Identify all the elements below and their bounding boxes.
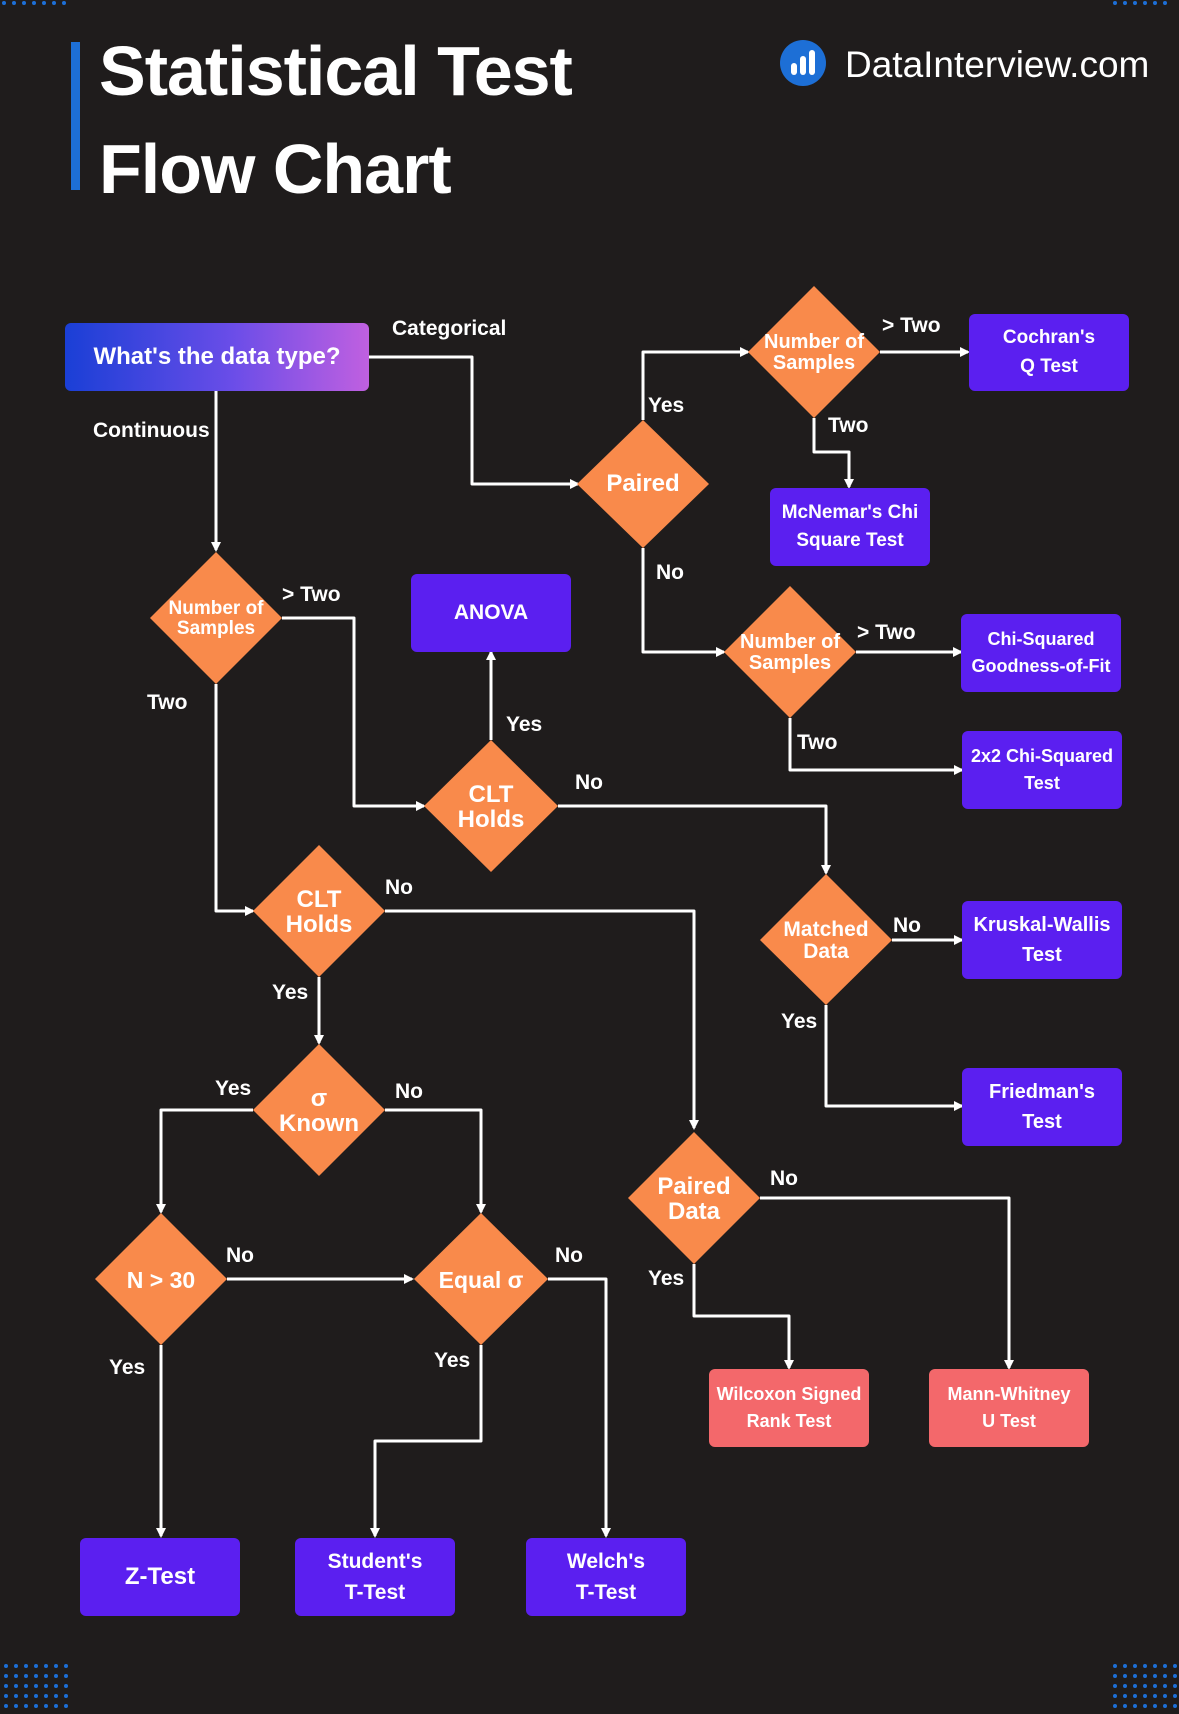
wilcoxon-test-label: Wilcoxon Signed Rank Test <box>716 1384 862 1431</box>
edge-label-equal-yes: Yes <box>434 1349 471 1372</box>
kruskal-wallis-label: Kruskal-Wallis Test <box>973 914 1111 966</box>
corner-dots-bottom-right <box>1113 1664 1177 1708</box>
edge-label-n30-yes: Yes <box>109 1356 146 1379</box>
edge-label-paired-data-no: No <box>770 1167 798 1190</box>
edge-label-mid-more-than-two: > Two <box>857 621 916 644</box>
num-samples-continuous-label: Number of Samples <box>168 598 264 639</box>
chi-squared-2x2-box: 2x2 Chi-Squared Test <box>962 731 1122 809</box>
start-node-label: What's the data type? <box>93 343 341 370</box>
equal-sigma-label: Equal σ <box>438 1266 524 1293</box>
edge-label-matched-yes: Yes <box>781 1010 818 1033</box>
cochran-q-test-label: Cochran's Q Test <box>1002 327 1096 377</box>
z-test-label: Z-Test <box>124 1563 196 1590</box>
mcnemar-test-label: McNemar's Chi Square Test <box>781 501 919 552</box>
edge-label-paired-yes: Yes <box>648 394 685 417</box>
edge-label-n30-no: No <box>226 1244 254 1267</box>
sigma-known-label: σ Known <box>279 1084 359 1137</box>
clt-upper-label: CLT Holds <box>457 780 525 833</box>
kruskal-wallis-box: Kruskal-Wallis Test <box>962 901 1122 979</box>
edge-label-continuous-more-than-two: > Two <box>282 583 341 606</box>
equal-sigma-diamond <box>414 1213 548 1345</box>
corner-dots-top-right <box>1113 1 1167 5</box>
n-gt-30-diamond <box>95 1213 227 1345</box>
welchs-t-test-box: Welch's T-Test <box>526 1538 686 1616</box>
corner-dots-top-left <box>2 1 66 5</box>
num-samples-top-diamond <box>748 286 880 418</box>
edge-label-top-more-than-two: > Two <box>882 314 941 337</box>
title-accent-bar <box>71 42 80 190</box>
z-test-box: Z-Test <box>80 1538 240 1616</box>
matched-data-diamond <box>760 874 892 1005</box>
students-t-test-label: Student's T-Test <box>327 1549 423 1605</box>
edge-label-paired-no: No <box>656 561 684 584</box>
num-samples-mid-label: Number of Samples <box>740 631 840 674</box>
edge-label-continuous-two: Two <box>147 691 188 714</box>
chi-squared-gof-box: Chi-Squared Goodness-of-Fit <box>961 614 1121 692</box>
cochran-q-test-box: Cochran's Q Test <box>969 314 1129 391</box>
mcnemar-test-box: McNemar's Chi Square Test <box>770 488 930 566</box>
clt-lower-diamond <box>253 845 385 977</box>
matched-data-label: Matched Data <box>783 917 869 963</box>
paired-label: Paired <box>606 470 680 498</box>
edge-label-sigma-no: No <box>395 1080 423 1103</box>
bar-chart-icon <box>780 40 826 86</box>
edge-label-paired-data-yes: Yes <box>648 1267 685 1290</box>
paired-diamond <box>577 420 709 548</box>
students-t-test-box: Student's T-Test <box>295 1538 455 1616</box>
mann-whitney-label: Mann-Whitney U Test <box>947 1384 1071 1431</box>
page-title-line-2: Flow Chart <box>99 130 452 208</box>
edge-label-matched-no: No <box>893 914 921 937</box>
clt-upper-diamond <box>424 740 558 872</box>
anova-box: ANOVA <box>411 574 571 652</box>
friedman-test-box: Friedman's Test <box>962 1068 1122 1146</box>
friedman-test-label: Friedman's Test <box>989 1081 1095 1133</box>
edge-label-top-two: Two <box>828 414 869 437</box>
num-samples-top-label: Number of Samples <box>764 331 864 374</box>
start-node: What's the data type? <box>65 323 369 391</box>
paired-data-diamond <box>628 1132 760 1264</box>
wilcoxon-test-box: Wilcoxon Signed Rank Test <box>709 1369 869 1447</box>
edge-label-continuous: Continuous <box>93 419 210 442</box>
n-gt-30-label: N > 30 <box>126 1266 196 1293</box>
welchs-t-test-label: Welch's T-Test <box>566 1549 646 1605</box>
edge-label-clt-lower-no: No <box>385 876 413 899</box>
page-title-line-1: Statistical Test <box>99 32 573 110</box>
mann-whitney-box: Mann-Whitney U Test <box>929 1369 1089 1447</box>
edge-label-equal-no: No <box>555 1244 583 1267</box>
sigma-known-diamond <box>253 1044 385 1176</box>
edge-label-clt-upper-yes: Yes <box>506 713 543 736</box>
anova-label: ANOVA <box>453 601 529 625</box>
edge-label-mid-two: Two <box>797 731 838 754</box>
edge-label-categorical: Categorical <box>392 317 507 340</box>
edge-label-clt-lower-yes: Yes <box>272 981 309 1004</box>
edge-label-clt-upper-no: No <box>575 771 603 794</box>
clt-lower-label: CLT Holds <box>285 885 353 938</box>
paired-data-label: Paired Data <box>657 1172 731 1225</box>
brand-name: DataInterview.com <box>845 44 1150 85</box>
edge-label-sigma-yes: Yes <box>215 1077 252 1100</box>
num-samples-mid-diamond <box>724 586 856 718</box>
chi-squared-2x2-label: 2x2 Chi-Squared Test <box>970 746 1114 793</box>
num-samples-cont-diamond <box>150 552 282 684</box>
chi-squared-gof-label: Chi-Squared Goodness-of-Fit <box>971 629 1111 676</box>
corner-dots-bottom-left <box>4 1664 68 1708</box>
